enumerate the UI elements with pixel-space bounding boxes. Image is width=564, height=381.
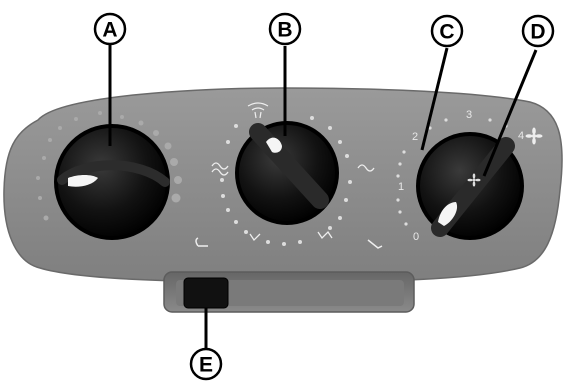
fan-icon: [525, 127, 543, 145]
air-intake-slider-handle[interactable]: [183, 277, 229, 309]
air-distribution-knob-indicator: [266, 137, 282, 153]
callout-b: B: [268, 12, 302, 46]
callout-a: A: [93, 12, 127, 46]
fan-scale-0: 0: [413, 231, 419, 243]
fresh-air-arrow-icon: [367, 239, 383, 249]
air-distribution-knob[interactable]: [235, 121, 339, 225]
air-intake-slider[interactable]: [163, 271, 415, 313]
callout-b-label: B: [277, 19, 292, 42]
face-vent-icon: [211, 162, 229, 176]
windscreen-defrost-icon: [247, 102, 269, 119]
temperature-knob[interactable]: [54, 124, 170, 240]
callout-c-label: C: [439, 21, 454, 44]
callout-d-label: D: [530, 21, 545, 44]
fan-speed-knob-indicator: [438, 202, 458, 226]
air-distribution-scale: [220, 116, 352, 246]
recirculation-arrow-icon: [195, 237, 208, 247]
fan-scale-2: 2: [412, 131, 418, 143]
fan-speed-knob-fan-icon: [467, 173, 481, 187]
fan-speed-scale: 0 1 2 3 4: [398, 109, 524, 243]
callout-d: D: [521, 14, 555, 48]
callout-lines: [108, 44, 538, 352]
callout-a-label: A: [102, 19, 117, 42]
feet-vent-icon: [249, 164, 375, 242]
fan-scale-1: 1: [398, 181, 404, 193]
fan-scale-3: 3: [466, 109, 472, 121]
callout-e: E: [189, 347, 223, 381]
temperature-dot-scale-icon: [36, 111, 182, 221]
fan-speed-knob[interactable]: [416, 132, 524, 240]
temperature-knob-indicator: [68, 175, 98, 187]
callout-c: C: [430, 14, 464, 48]
callout-e-label: E: [199, 354, 213, 377]
fan-scale-4: 4: [518, 130, 524, 142]
